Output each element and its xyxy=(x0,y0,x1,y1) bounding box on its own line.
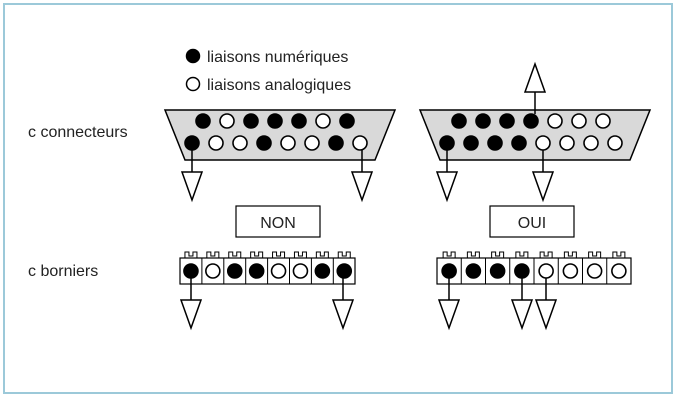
terminal-right-clamp xyxy=(442,251,456,258)
legend-digital-label: liaisons numériques xyxy=(207,49,348,66)
terminal-right-clamp xyxy=(588,251,602,258)
terminal-left-clamp xyxy=(206,251,220,258)
arrow-down-icon xyxy=(437,299,461,331)
arrow-down-icon xyxy=(179,299,203,331)
connector-right-bottom-pin xyxy=(487,135,503,151)
terminal-right-clamp xyxy=(612,251,626,258)
connector-right-bottom-pin xyxy=(463,135,479,151)
connector-left-top-pin xyxy=(243,113,259,129)
connector-left-bottom-pin xyxy=(256,135,272,151)
connector-left-bottom-pin xyxy=(208,135,224,151)
terminal-left-pin xyxy=(226,263,243,279)
connector-right-bottom-pin xyxy=(535,135,551,151)
verdict-box-left xyxy=(235,205,321,238)
terminal-right-pin xyxy=(538,263,554,279)
terminal-right-clamp xyxy=(491,251,505,258)
connector-left-bottom-pin xyxy=(304,135,320,151)
verdict-non: NON xyxy=(260,215,296,232)
terminal-left-clamp xyxy=(272,251,286,258)
arrow-down-icon xyxy=(435,171,459,203)
connector-left-bottom-pin xyxy=(184,135,200,151)
terminal-left-pin xyxy=(205,263,221,279)
terminal-right-pin xyxy=(489,263,506,279)
arrow-down-icon xyxy=(350,171,374,203)
connector-right-top-pin xyxy=(451,113,467,129)
terminal-left-clamp xyxy=(337,251,351,258)
connector-right-bottom-pin xyxy=(439,135,455,151)
arrow-down-icon xyxy=(180,171,204,203)
pin-layer xyxy=(179,61,627,331)
connector-left-top-pin xyxy=(219,113,235,129)
analog-legend-marker xyxy=(185,76,201,92)
terminal-left-pin xyxy=(292,263,309,279)
terminal-left-clamp xyxy=(184,251,198,258)
terminal-right-clamp xyxy=(466,251,480,258)
connector-left-bottom-pin xyxy=(232,135,248,151)
terminal-right-clamp xyxy=(563,251,577,258)
legend-analog-label: liaisons analogiques xyxy=(207,77,351,94)
arrow-down-icon xyxy=(531,171,555,203)
connector-left-top-pin xyxy=(339,113,355,129)
connector-left-top-pin xyxy=(267,113,283,129)
terminal-right-pin xyxy=(514,263,530,279)
terminal-right-pin xyxy=(586,263,603,279)
terminal-right-clamp xyxy=(515,251,529,258)
connector-left-bottom-pin xyxy=(352,135,368,151)
terminal-right-pin xyxy=(441,263,457,279)
terminal-right-pin xyxy=(611,263,627,279)
arrow-down-icon xyxy=(331,299,355,331)
connector-left-top-pin xyxy=(195,113,211,129)
diagram-frame xyxy=(3,3,673,394)
arrow-down-icon xyxy=(534,299,558,331)
connector-right-bottom-pin xyxy=(583,135,599,151)
terminal-right-pin xyxy=(562,263,579,279)
connector-right-top-pin xyxy=(523,113,539,129)
arrow-down-icon xyxy=(510,299,534,331)
connector-right-top-pin xyxy=(499,113,515,129)
connector-left-bottom-pin xyxy=(328,135,344,151)
terminal-left-pin xyxy=(270,263,287,279)
connector-right-top-pin xyxy=(571,113,587,129)
row-label-connectors: c connecteurs xyxy=(28,124,128,141)
connector-right-top-pin xyxy=(475,113,491,129)
verdict-oui: OUI xyxy=(518,215,546,232)
terminal-left-clamp xyxy=(293,251,307,258)
connector-right-bottom-pin xyxy=(607,135,623,151)
terminal-left-clamp xyxy=(315,251,329,258)
terminal-right-pin xyxy=(465,263,482,279)
terminal-left-clamp xyxy=(250,251,264,258)
terminal-left-pin xyxy=(183,263,199,279)
connector-right-bottom-pin xyxy=(559,135,575,151)
connector-right-top-pin xyxy=(595,113,611,129)
verdict-box-right xyxy=(489,205,575,238)
connector-left-bottom-pin xyxy=(280,135,296,151)
terminal-left-pin xyxy=(336,263,353,279)
digital-legend-marker xyxy=(185,48,201,64)
connector-right-top-pin xyxy=(547,113,563,129)
terminal-left-pin xyxy=(314,263,331,279)
terminal-right-clamp xyxy=(539,251,553,258)
connector-left-top-pin xyxy=(315,113,331,129)
connector-left-top-pin xyxy=(291,113,307,129)
arrow-up-icon xyxy=(523,61,547,93)
connector-right-bottom-pin xyxy=(511,135,527,151)
terminal-left-pin xyxy=(248,263,265,279)
row-label-terminals: c borniers xyxy=(28,263,98,280)
terminal-left-clamp xyxy=(228,251,242,258)
